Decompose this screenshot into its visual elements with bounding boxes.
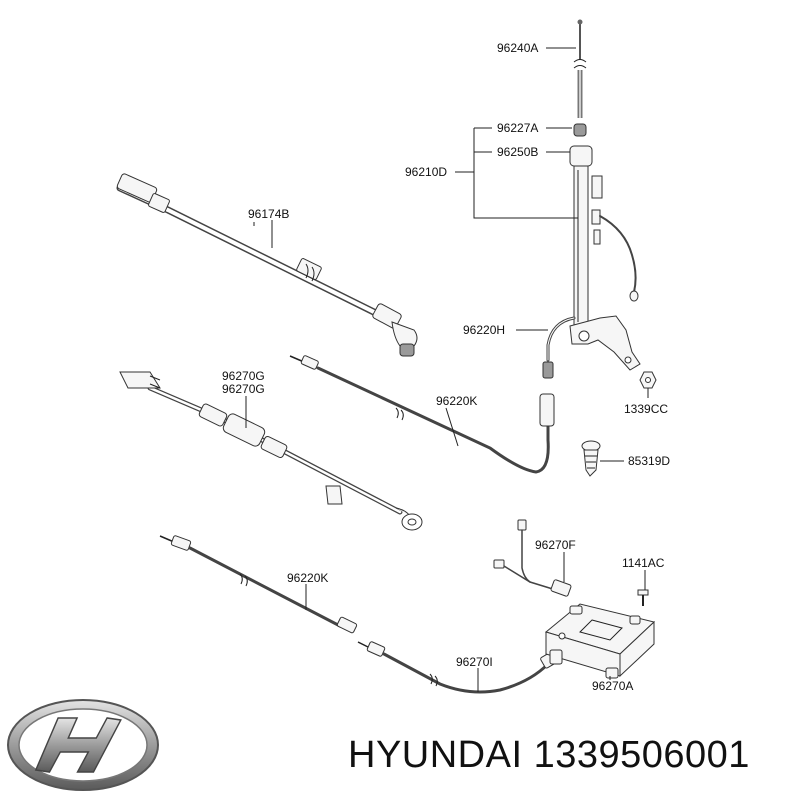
cable-96220k-lower	[159, 535, 358, 634]
label-1339cc: 1339CC	[624, 402, 668, 416]
label-96174b: 96174B	[248, 207, 289, 221]
label-96220k-upper: 96220K	[436, 394, 477, 408]
label-96240a: 96240A	[497, 41, 538, 55]
antenna-mast	[542, 19, 641, 379]
label-96270g-2: 96270G	[222, 382, 265, 396]
leader-lines	[245, 47, 649, 692]
cable-96270i	[357, 641, 558, 694]
label-96220k-lower: 96220K	[287, 571, 328, 585]
label-96270g-1: 96270G	[222, 369, 265, 383]
brand-name: HYUNDAI	[348, 734, 523, 776]
brand-part-number: 1339506001	[533, 734, 750, 776]
cable-96174b	[116, 173, 418, 357]
label-96250b: 96250B	[497, 145, 538, 159]
label-96270i: 96270I	[456, 655, 493, 669]
amplifier-96270a	[544, 603, 656, 679]
brand-caption: HYUNDAI 1339506001	[348, 734, 750, 777]
label-85319d: 85319D	[628, 454, 670, 468]
cable-96220k-upper	[289, 355, 555, 474]
label-96227a: 96227A	[497, 121, 538, 135]
label-96270f: 96270F	[535, 538, 576, 552]
label-96220h: 96220H	[463, 323, 505, 337]
cable-96270g	[119, 371, 423, 531]
label-96210d: 96210D	[405, 165, 447, 179]
hyundai-logo-icon	[7, 699, 159, 791]
clip-85319d	[581, 440, 601, 477]
label-96270a: 96270A	[592, 679, 633, 693]
nut-1339cc	[639, 371, 657, 389]
screw-1141ac	[637, 589, 649, 606]
harness-96270f	[493, 519, 572, 597]
label-1141ac: 1141AC	[622, 556, 665, 570]
